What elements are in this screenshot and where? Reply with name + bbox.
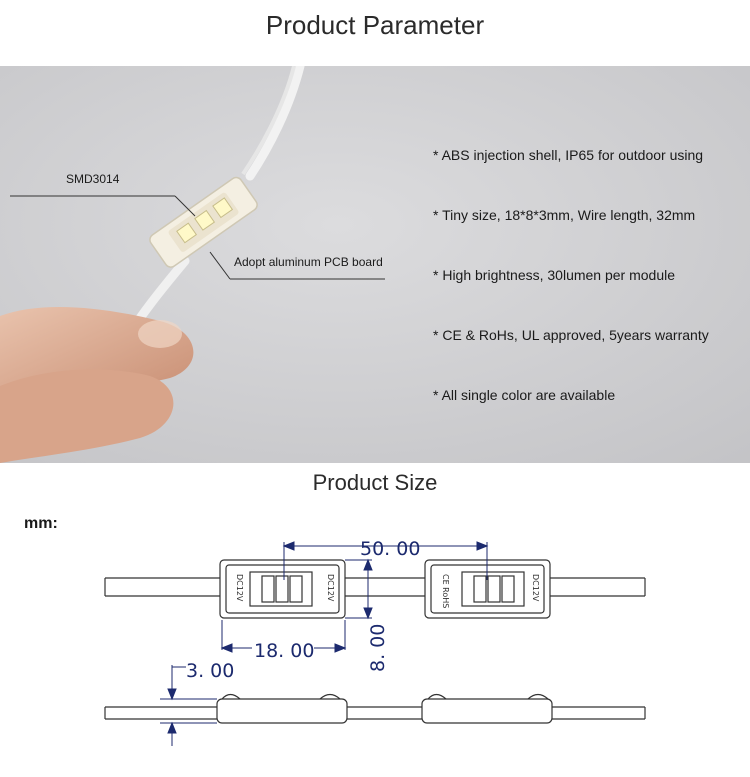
hand-holding-module-illustration bbox=[0, 66, 750, 463]
dim-height-value: 3. 00 bbox=[186, 660, 234, 682]
module-marking-2-left: CE RoHS bbox=[441, 574, 450, 608]
feature-item-brightness: * High brightness, 30lumen per module bbox=[433, 267, 676, 283]
dim-length-value: 18. 00 bbox=[254, 640, 314, 662]
product-parameter-title: Product Parameter bbox=[265, 10, 485, 40]
unit-label: mm: bbox=[24, 515, 58, 532]
product-photo-panel: SMD3014 Adopt aluminum PCB board * ABS i… bbox=[0, 66, 750, 463]
feature-item-size: * Tiny size, 18*8*3mm, Wire length, 32mm bbox=[433, 207, 696, 223]
dim-width-value: 8. 00 bbox=[367, 624, 389, 672]
dimension-drawing: DC12V DC12V CE RoHS DC12V 50. 00 18. 00 … bbox=[104, 538, 646, 746]
width-dimension bbox=[345, 558, 373, 620]
feature-item-shell: * ABS injection shell, IP65 for outdoor … bbox=[433, 147, 704, 163]
feature-item-colors: * All single color are available bbox=[433, 387, 616, 403]
side-view bbox=[104, 693, 646, 724]
top-view bbox=[104, 559, 646, 619]
module-marking-2-right: DC12V bbox=[531, 574, 540, 602]
module-marking-right: DC12V bbox=[326, 574, 335, 602]
pcb-callout-label: Adopt aluminum PCB board bbox=[234, 255, 383, 269]
product-size-title: Product Size bbox=[312, 470, 438, 495]
length-dimension bbox=[220, 620, 347, 653]
dim-pitch-value: 50. 00 bbox=[360, 538, 420, 560]
feature-item-certification: * CE & RoHs, UL approved, 5years warrant… bbox=[433, 327, 709, 343]
smd-callout-label: SMD3014 bbox=[66, 172, 120, 186]
height-dimension bbox=[160, 665, 217, 746]
pitch-dimension bbox=[282, 541, 489, 580]
module-marking-left: DC12V bbox=[235, 574, 244, 602]
